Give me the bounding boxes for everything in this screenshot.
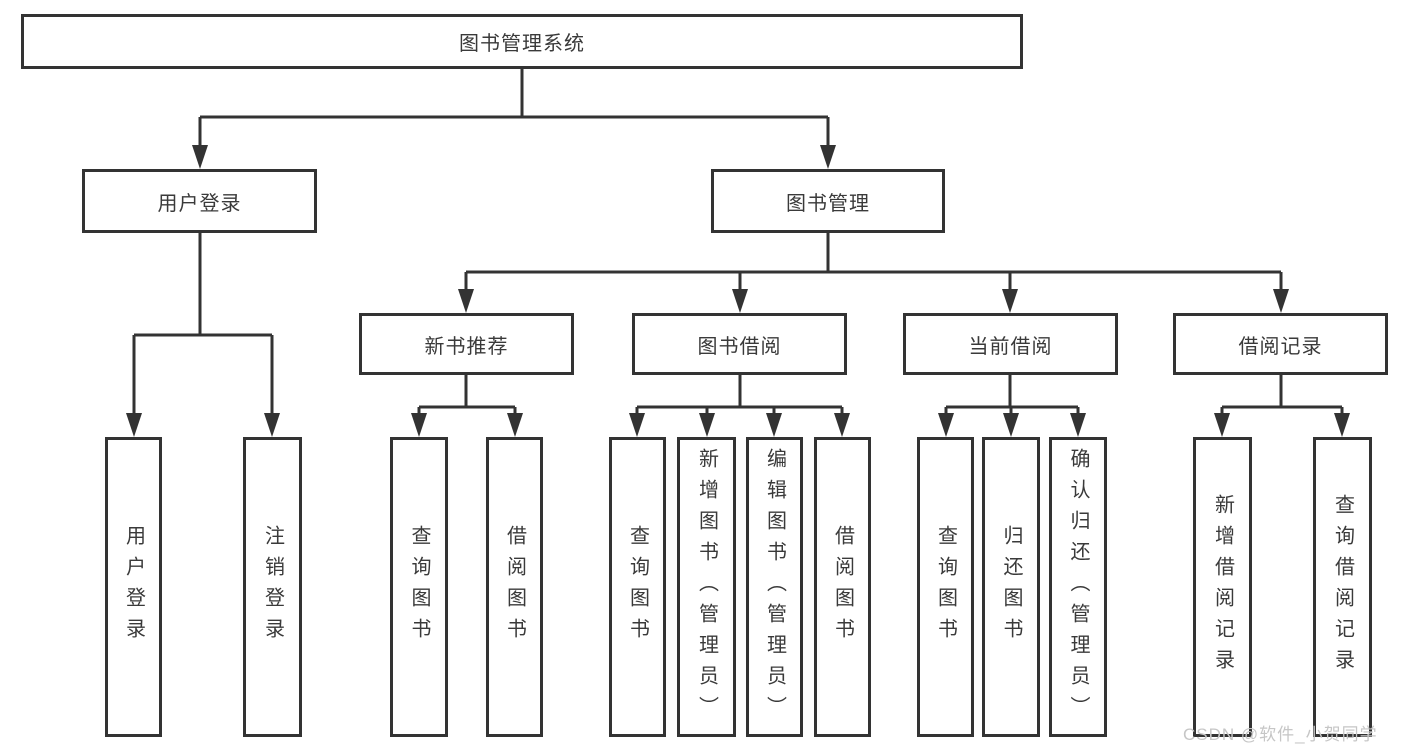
arrow-down-icon <box>820 145 836 169</box>
leaf-return-books: 归还图书 <box>982 437 1040 737</box>
leaf-label: 借阅图书 <box>831 525 854 649</box>
node-label: 图书管理系统 <box>459 33 585 55</box>
arrow-down-icon <box>938 413 954 437</box>
arrow-down-icon <box>411 413 427 437</box>
leaf-edit-book-admin: 编辑图书（管理员） <box>746 437 803 737</box>
node-library-management-system: 图书管理系统 <box>21 14 1023 69</box>
leaf-query-books-borrow: 查询图书 <box>609 437 666 737</box>
arrow-down-icon <box>192 145 208 169</box>
leaf-logout: 注销登录 <box>243 437 302 737</box>
arrow-down-icon <box>629 413 645 437</box>
connector-recommend-branch <box>417 375 517 418</box>
leaf-label: 查询图书 <box>408 525 430 649</box>
arrow-down-icon <box>1002 289 1018 313</box>
csdn-watermark: CSDN @软件_小贺同学 <box>1183 725 1378 744</box>
node-current-borrow: 当前借阅 <box>903 313 1118 375</box>
leaf-query-books-recommend: 查询图书 <box>390 437 448 737</box>
leaf-user-login: 用户登录 <box>105 437 162 737</box>
leaf-label: 用户登录 <box>122 525 145 649</box>
leaf-confirm-return-admin: 确认归还（管理员） <box>1049 437 1107 737</box>
leaf-query-books-current: 查询图书 <box>917 437 974 737</box>
arrowheads <box>126 145 1350 437</box>
connector-login-branch <box>132 233 274 418</box>
leaf-add-borrow-record: 新增借阅记录 <box>1193 437 1252 737</box>
arrow-down-icon <box>126 413 142 437</box>
arrow-down-icon <box>732 289 748 313</box>
leaf-label: 查询图书 <box>934 525 957 649</box>
node-book-management: 图书管理 <box>711 169 945 233</box>
node-new-book-recommend: 新书推荐 <box>359 313 574 375</box>
leaf-label: 注销登录 <box>261 525 284 649</box>
node-label: 图书管理 <box>786 192 870 215</box>
arrow-down-icon <box>458 289 474 313</box>
arrow-down-icon <box>264 413 280 437</box>
leaf-query-borrow-record: 查询借阅记录 <box>1313 437 1372 737</box>
connector-borrow-branch <box>635 375 844 418</box>
arrow-down-icon <box>1334 413 1350 437</box>
leaf-label: 新增借阅记录 <box>1211 494 1234 680</box>
leaf-label: 新增图书（管理员） <box>695 447 718 727</box>
connector-current-branch <box>944 375 1080 418</box>
node-label: 借阅记录 <box>1238 335 1323 358</box>
arrow-down-icon <box>507 413 523 437</box>
arrow-down-icon <box>1273 289 1289 313</box>
arrow-down-icon <box>699 413 715 437</box>
node-label: 新书推荐 <box>424 335 509 358</box>
leaf-label: 查询图书 <box>626 525 649 649</box>
node-user-login: 用户登录 <box>82 169 317 233</box>
node-book-borrow: 图书借阅 <box>632 313 847 375</box>
arrow-down-icon <box>1214 413 1230 437</box>
arrow-down-icon <box>1070 413 1086 437</box>
arrow-down-icon <box>1003 413 1019 437</box>
leaf-add-book-admin: 新增图书（管理员） <box>677 437 736 737</box>
leaf-borrow-books: 借阅图书 <box>814 437 871 737</box>
leaf-label: 查询借阅记录 <box>1331 494 1354 680</box>
arrow-down-icon <box>834 413 850 437</box>
leaf-borrow-books-recommend: 借阅图书 <box>486 437 543 737</box>
arrow-down-icon <box>766 413 782 437</box>
node-label: 图书借阅 <box>697 335 782 358</box>
leaf-label: 编辑图书（管理员） <box>763 447 786 727</box>
node-borrow-records: 借阅记录 <box>1173 313 1388 375</box>
node-label: 用户登录 <box>157 192 242 215</box>
connector-book-mgmt-branch <box>464 233 1283 294</box>
connector-records-branch <box>1220 375 1344 418</box>
node-label: 当前借阅 <box>968 335 1053 358</box>
leaf-label: 归还图书 <box>1000 525 1022 649</box>
leaf-label: 确认归还（管理员） <box>1067 447 1089 727</box>
connector-root <box>198 69 830 150</box>
leaf-label: 借阅图书 <box>503 525 526 649</box>
